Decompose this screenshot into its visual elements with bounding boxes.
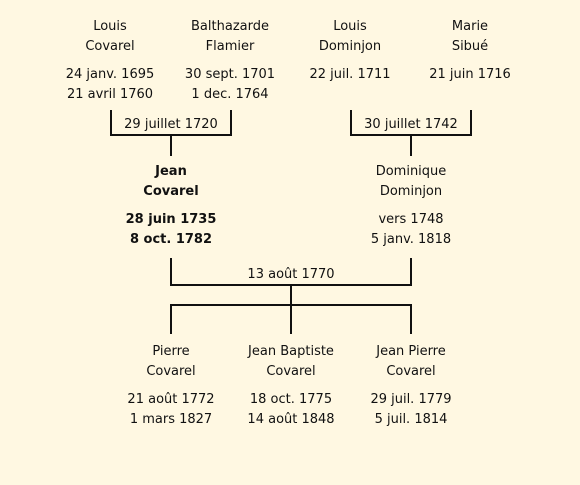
death-date: 21 avril 1760	[66, 87, 154, 102]
person-balthazarde-flamier: Balthazarde Flamier 30 sept. 1701 1 dec.…	[165, 17, 295, 105]
death-date: 8 oct. 1782	[129, 232, 213, 247]
birth-date: 24 janv. 1695	[65, 67, 155, 82]
connector-line	[410, 304, 412, 334]
person-first-name: Louis	[333, 19, 367, 34]
person-dates: 28 juin 1735 8 oct. 1782	[106, 210, 236, 250]
death-date: 1 dec. 1764	[191, 87, 269, 102]
person-last-name: Covarel	[146, 364, 196, 379]
connector-line	[170, 258, 172, 286]
person-first-name: Dominique	[375, 164, 447, 179]
birth-date: 30 sept. 1701	[184, 67, 276, 82]
person-dominique-dominjon: Dominique Dominjon vers 1748 5 janv. 181…	[346, 162, 476, 250]
person-last-name: Covarel	[386, 364, 436, 379]
person-first-name: Louis	[93, 19, 127, 34]
birth-date: 18 oct. 1775	[249, 392, 333, 407]
person-first-name: Jean Pierre	[376, 344, 446, 359]
birth-date: vers 1748	[378, 212, 444, 227]
connector-line	[470, 110, 472, 136]
connector-line	[170, 304, 172, 334]
birth-date: 22 juil. 1711	[309, 67, 391, 82]
person-dates: 18 oct. 1775 14 août 1848	[226, 390, 356, 430]
person-last-name: Dominjon	[379, 184, 443, 199]
birth-date: 29 juil. 1779	[370, 392, 452, 407]
person-dates: 24 janv. 1695 21 avril 1760	[45, 65, 175, 105]
death-date: 5 janv. 1818	[370, 232, 452, 247]
person-jean-baptiste-covarel: Jean Baptiste Covarel 18 oct. 1775 14 ao…	[226, 342, 356, 430]
person-first-name: Jean	[155, 164, 187, 179]
person-louis-covarel: Louis Covarel 24 janv. 1695 21 avril 176…	[45, 17, 175, 105]
person-dates: 21 août 1772 1 mars 1827	[106, 390, 236, 430]
connector-line	[410, 258, 412, 286]
death-date: 14 août 1848	[247, 412, 335, 427]
marriage-date: 29 juillet 1720	[124, 117, 218, 132]
marriage-date: 30 juillet 1742	[364, 117, 458, 132]
birth-date: 21 juin 1716	[429, 67, 511, 82]
person-first-name: Marie	[451, 19, 489, 34]
person-louis-dominjon: Louis Dominjon 22 juil. 1711	[285, 17, 415, 85]
connector-line	[290, 284, 292, 306]
connector-line	[410, 134, 412, 156]
person-dates: 29 juil. 1779 5 juil. 1814	[346, 390, 476, 430]
person-dates: vers 1748 5 janv. 1818	[346, 210, 476, 250]
person-first-name: Jean Baptiste	[248, 344, 334, 359]
person-first-name: Balthazarde	[191, 19, 269, 34]
person-last-name: Covarel	[143, 184, 199, 199]
person-dates: 21 juin 1716	[405, 65, 535, 85]
death-date: 1 mars 1827	[129, 412, 213, 427]
connector-line	[350, 110, 352, 136]
person-first-name: Pierre	[152, 344, 190, 359]
person-last-name: Sibué	[451, 39, 489, 54]
birth-date: 28 juin 1735	[125, 212, 217, 227]
connector-line	[110, 110, 112, 136]
person-jean-pierre-covarel: Jean Pierre Covarel 29 juil. 1779 5 juil…	[346, 342, 476, 430]
birth-date: 21 août 1772	[127, 392, 215, 407]
marriage-date: 13 août 1770	[247, 267, 335, 282]
person-dates: 30 sept. 1701 1 dec. 1764	[165, 65, 295, 105]
death-date: 5 juil. 1814	[374, 412, 448, 427]
person-pierre-covarel: Pierre Covarel 21 août 1772 1 mars 1827	[106, 342, 236, 430]
person-jean-covarel: Jean Covarel 28 juin 1735 8 oct. 1782	[106, 162, 236, 250]
connector-line	[170, 134, 172, 156]
person-last-name: Covarel	[85, 39, 135, 54]
person-last-name: Covarel	[266, 364, 316, 379]
person-dates: 22 juil. 1711	[285, 65, 415, 85]
connector-line	[230, 110, 232, 136]
person-marie-sibue: Marie Sibué 21 juin 1716	[405, 17, 535, 85]
person-last-name: Flamier	[205, 39, 255, 54]
connector-line	[290, 304, 292, 334]
person-last-name: Dominjon	[318, 39, 382, 54]
